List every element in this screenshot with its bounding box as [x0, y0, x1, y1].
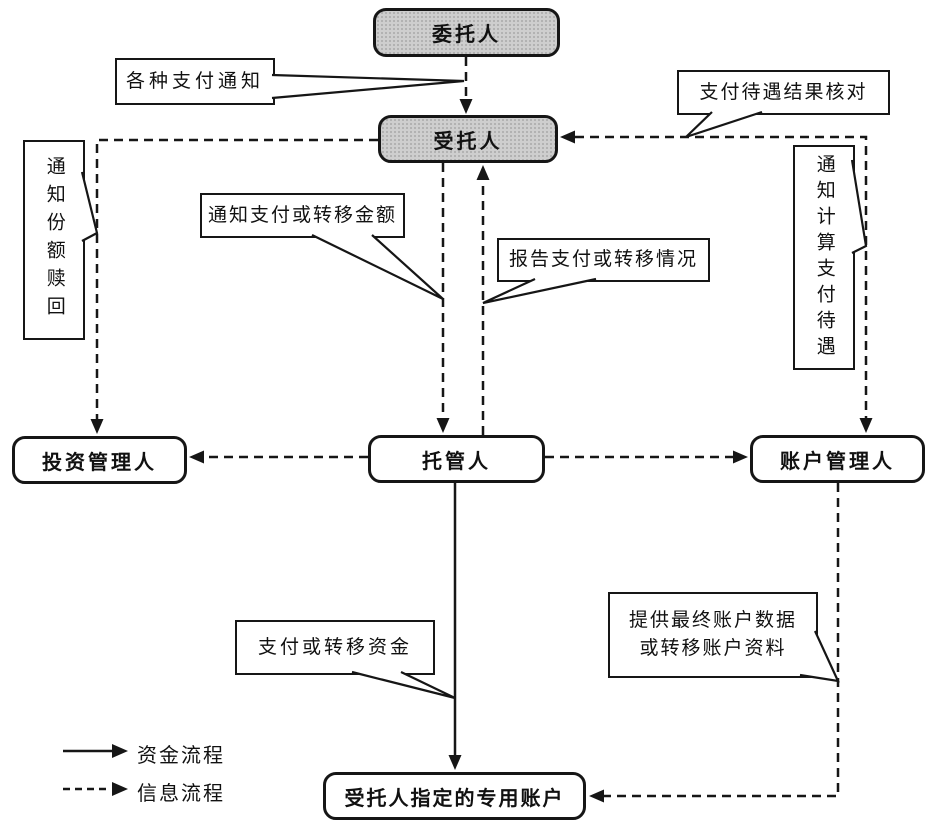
node-client: 委托人: [373, 8, 560, 57]
arrowhead-down-special-account: [448, 755, 462, 770]
node-investment-manager: 投资管理人: [12, 436, 187, 484]
arrowhead-down-investment-manager: [90, 419, 104, 434]
arrowhead-down-custodian: [436, 418, 450, 433]
node-account-manager: 账户管理人: [750, 435, 925, 483]
arrowhead-down-account-manager: [859, 418, 873, 433]
callout-notify-payment-amount: 通知支付或转移金额: [200, 193, 405, 238]
callout-provide-account-data-line2: 或转移账户资料: [639, 637, 787, 659]
callout-provide-account-data: 提供最终账户数据 或转移账户资料: [608, 592, 818, 678]
edge-trustee-account-manager: [575, 135, 868, 420]
callout-provide-account-data-line1: 提供最终账户数据: [628, 609, 797, 632]
edge-account-manager-special-account: [604, 483, 840, 798]
arrowhead-left-special-account: [589, 789, 604, 803]
legend-dashed-label: 信息流程: [137, 781, 225, 805]
arrowhead-down-trustee: [459, 99, 473, 114]
legend-solid-arrowhead: [112, 744, 128, 758]
callout-payment-notices: 各种支付通知: [115, 58, 275, 105]
callout-report-payment-status: 报告支付或转移情况: [497, 238, 710, 282]
callout-notify-share-redemption: 通知份额赎回: [23, 140, 85, 340]
callout-benefit-result-check: 支付待遇结果核对: [677, 70, 890, 115]
arrowhead-left-investment-manager: [189, 450, 204, 464]
node-special-account: 受托人指定的专用账户: [323, 772, 586, 820]
callout-provide-account-data-text: 提供最终账户数据 或转移账户资料: [629, 607, 797, 662]
arrowhead-up-trustee: [476, 165, 490, 180]
callout-pay-transfer-funds: 支付或转移资金: [235, 620, 435, 675]
legend-solid-label: 资金流程: [137, 743, 225, 767]
node-trustee: 受托人: [378, 115, 558, 163]
callout-notify-calc-benefit: 通知计算支付待遇: [793, 145, 855, 370]
edge-trustee-investment-manager: [95, 138, 378, 421]
arrowhead-right-account-manager: [733, 450, 748, 464]
legend-dashed-arrowhead: [112, 782, 128, 796]
node-custodian: 托管人: [368, 435, 545, 483]
arrowhead-left-trustee: [560, 130, 575, 144]
